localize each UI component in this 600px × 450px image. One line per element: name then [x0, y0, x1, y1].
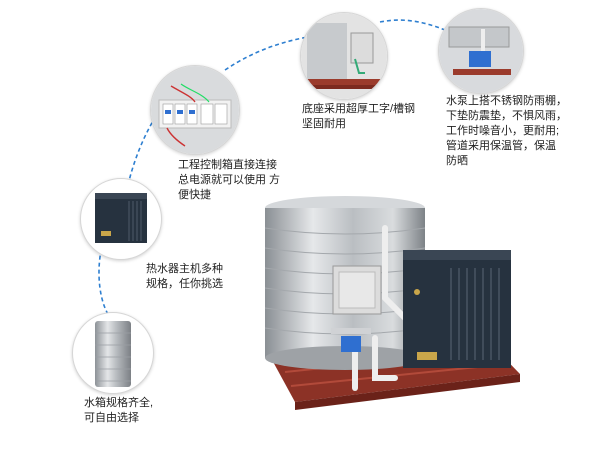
caption-line: 工程控制箱直接连接	[178, 159, 277, 171]
stainless-tank-icon	[95, 321, 131, 387]
control-box-bubble	[150, 65, 240, 155]
heat-pump-bubble	[80, 178, 162, 260]
caption-line: 下垫防震垫，不惧风雨，	[446, 110, 567, 122]
heat-pump-caption: 热水器主机多种 规格，任你挑选	[146, 262, 223, 292]
caption-line: 水箱规格齐全,	[84, 397, 154, 409]
caption-line: 规格，任你挑选	[146, 278, 223, 290]
control-box-caption: 工程控制箱直接连接 总电源就可以使用 方 便快捷	[178, 158, 280, 203]
caption-line: 便快捷	[178, 189, 211, 201]
caption-line: 坚固耐用	[302, 118, 346, 130]
pump-bubble	[438, 8, 524, 94]
pump-caption: 水泵上搭不锈钢防雨棚， 下垫防震垫，不惧风雨， 工作时噪音小，更耐用; 管道采用…	[446, 94, 567, 169]
caption-line: 管道采用保温管，保温	[446, 140, 556, 152]
caption-line: 底座采用超厚工字/槽钢	[302, 103, 416, 115]
caption-line: 防晒	[446, 155, 468, 167]
caption-line: 工作时噪音小，更耐用;	[446, 125, 560, 137]
caption-line: 可自由选择	[84, 412, 139, 424]
tank-bubble	[72, 312, 154, 394]
base-caption: 底座采用超厚工字/槽钢 坚固耐用	[302, 102, 415, 132]
base-bubble	[300, 12, 388, 100]
control-box-breakers-icon	[151, 66, 239, 154]
tank-caption: 水箱规格齐全, 可自由选择	[84, 396, 153, 426]
caption-line: 水泵上搭不锈钢防雨棚，	[446, 95, 567, 107]
heat-pump-unit-icon	[95, 193, 147, 243]
steel-base-icon	[301, 13, 387, 99]
caption-line: 热水器主机多种	[146, 263, 223, 275]
water-pump-icon	[439, 9, 523, 93]
caption-line: 总电源就可以使用 方	[178, 174, 281, 186]
water-heater-system-image	[264, 196, 520, 410]
